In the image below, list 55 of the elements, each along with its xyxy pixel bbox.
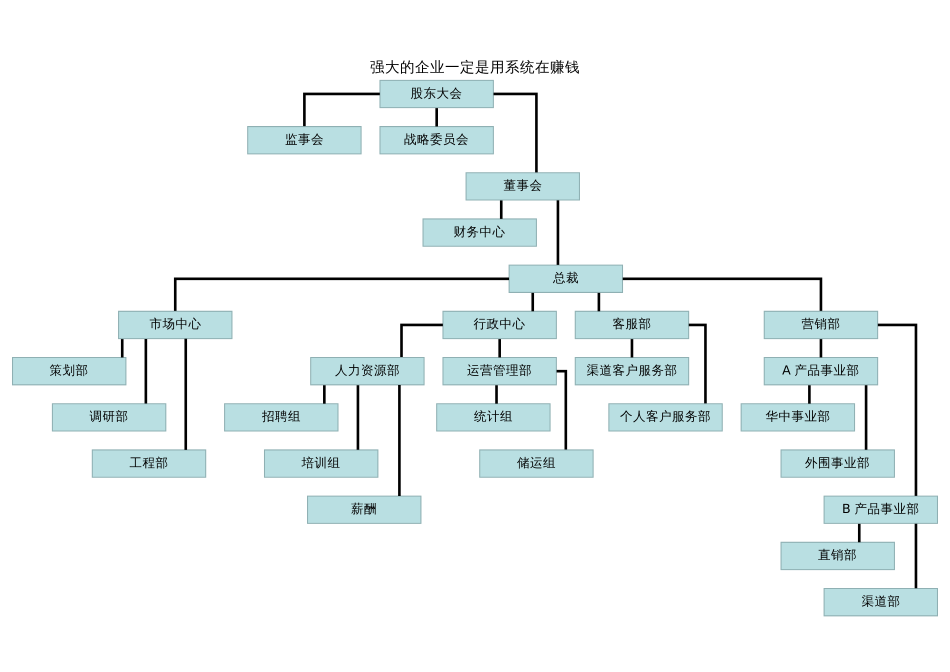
node-box: 直销部 bbox=[780, 542, 895, 570]
connector bbox=[494, 92, 538, 172]
connector bbox=[630, 339, 634, 358]
connector bbox=[435, 108, 438, 126]
connector bbox=[820, 339, 822, 358]
node-box: 营销部 bbox=[764, 310, 878, 340]
connector bbox=[356, 385, 360, 450]
node-box: 策划部 bbox=[12, 357, 126, 386]
node-box: 薪酬 bbox=[307, 496, 422, 524]
node-box: 渠道部 bbox=[824, 588, 938, 616]
node-box: 运营管理部 bbox=[442, 357, 557, 386]
node-box: 工程部 bbox=[92, 449, 206, 478]
node-box: 储运组 bbox=[479, 449, 594, 478]
node-box: 招聘组 bbox=[224, 403, 338, 432]
node-box: 战略委员会 bbox=[379, 126, 494, 154]
node-box: 个人客户服务部 bbox=[608, 403, 723, 432]
connector bbox=[303, 92, 380, 126]
connector bbox=[500, 200, 503, 219]
node-box: A 产品事业部 bbox=[764, 357, 878, 386]
connector bbox=[144, 339, 148, 404]
node-box: 行政中心 bbox=[442, 310, 557, 340]
node-box: 华中事业部 bbox=[740, 403, 856, 432]
connector bbox=[120, 339, 124, 358]
connector bbox=[808, 385, 811, 404]
connector bbox=[556, 370, 568, 450]
node-box: B 产品事业部 bbox=[824, 496, 938, 524]
connector bbox=[864, 385, 868, 450]
connector bbox=[400, 324, 443, 358]
connector bbox=[184, 338, 188, 450]
connector bbox=[323, 385, 326, 404]
connector bbox=[914, 524, 918, 588]
connector bbox=[858, 524, 861, 542]
node-box: 外围事业部 bbox=[780, 449, 895, 478]
node-box: 客服部 bbox=[574, 310, 690, 340]
node-box: 监事会 bbox=[247, 126, 362, 154]
node-box: 总裁 bbox=[508, 264, 624, 293]
node-box: 财务中心 bbox=[422, 218, 537, 247]
connector bbox=[556, 200, 560, 265]
node-box: 统计组 bbox=[436, 403, 551, 432]
diagram-title: 强大的企业一定是用系统在赚钱 bbox=[370, 59, 580, 76]
node-box: 股东大会 bbox=[379, 80, 494, 108]
node-box: 培训组 bbox=[264, 449, 378, 478]
connector bbox=[174, 277, 510, 311]
node-box: 人力资源部 bbox=[310, 357, 425, 386]
node-box: 调研部 bbox=[52, 403, 166, 432]
connector bbox=[622, 277, 822, 311]
connector bbox=[598, 292, 600, 312]
node-box: 市场中心 bbox=[118, 310, 232, 340]
connector bbox=[398, 384, 401, 496]
connector bbox=[878, 324, 918, 496]
connector bbox=[495, 385, 498, 404]
connector bbox=[531, 292, 534, 312]
node-box: 董事会 bbox=[466, 172, 580, 201]
connector bbox=[498, 339, 501, 358]
node-box: 渠道客户服务部 bbox=[574, 357, 690, 386]
